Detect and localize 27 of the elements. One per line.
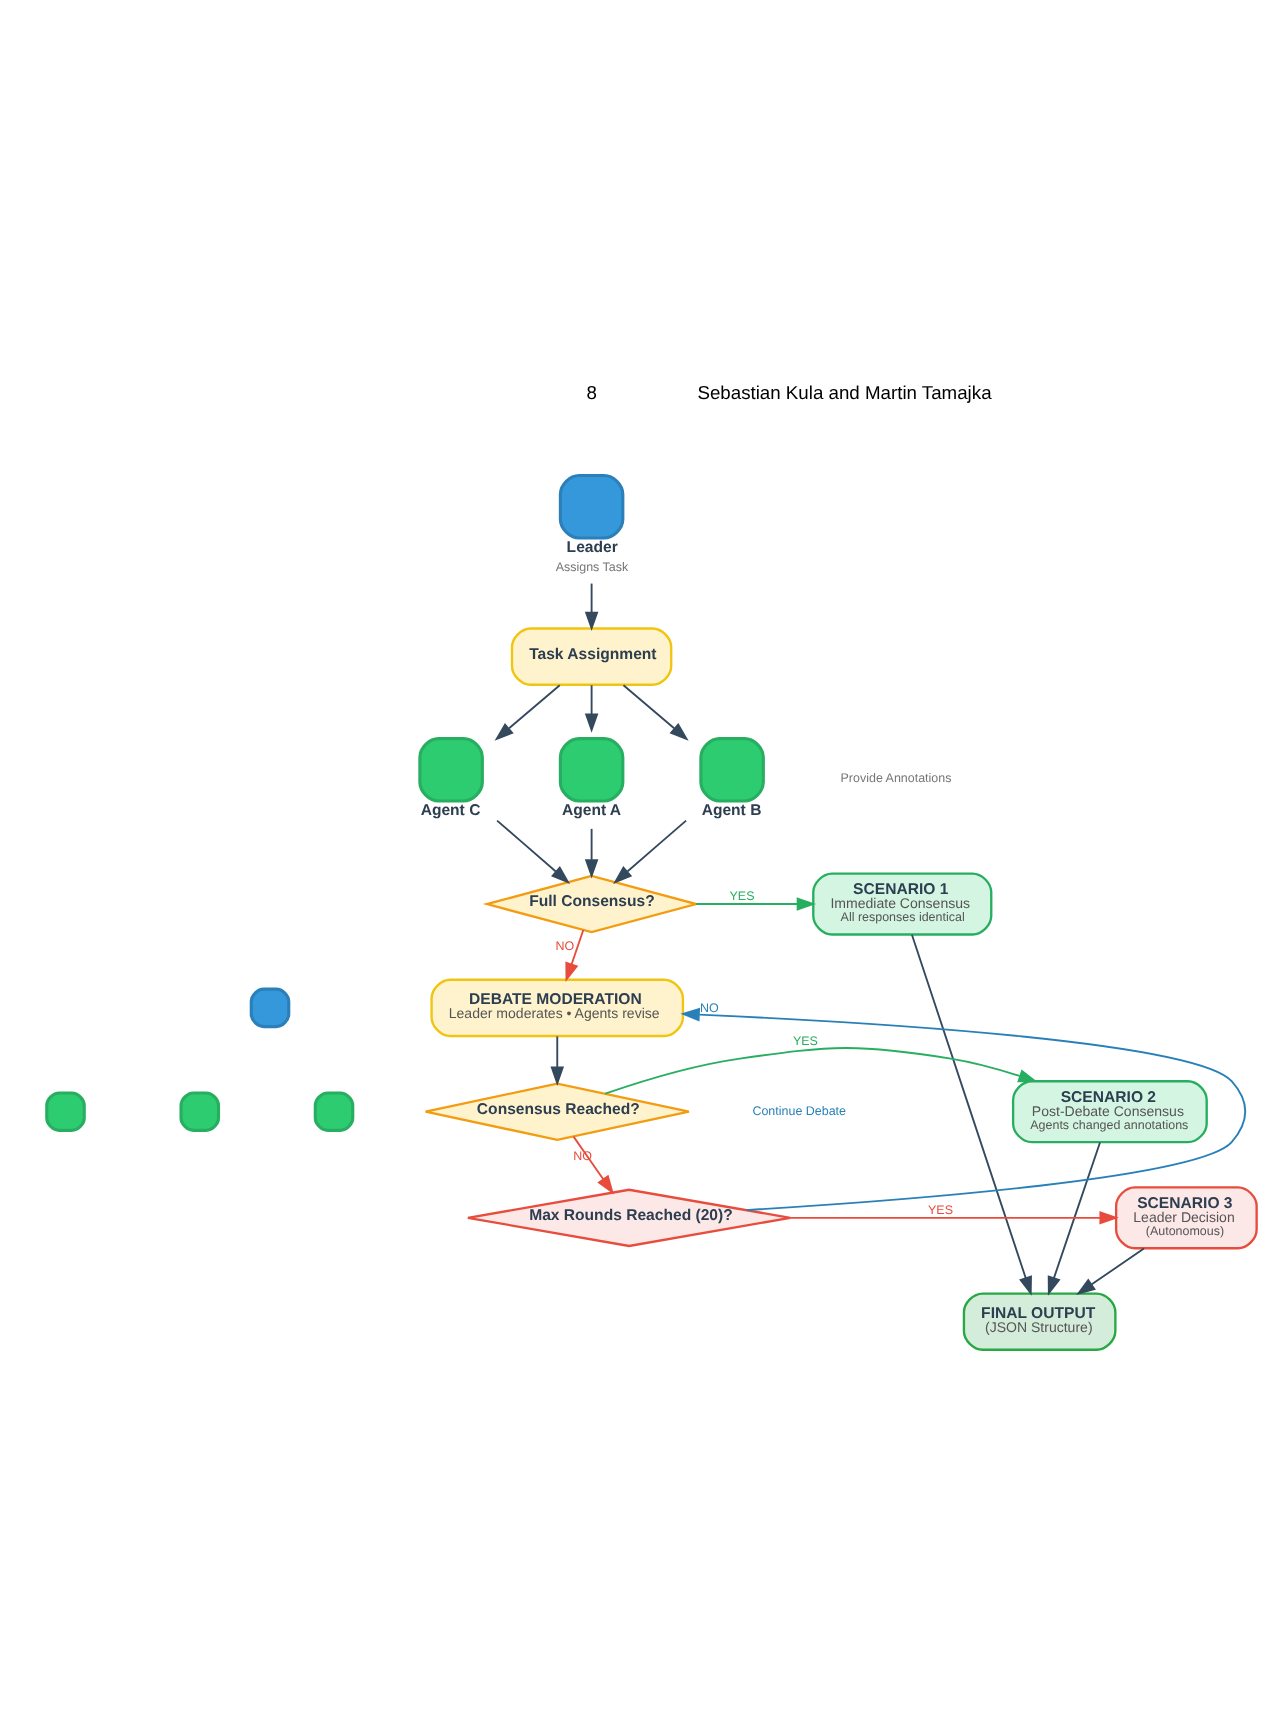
node-diamond: Full Consensus? (482, 873, 701, 933)
arrow (789, 1210, 1119, 1224)
node-label: Agent A (561, 800, 622, 819)
label: 8 (586, 382, 597, 403)
node-label: Leader (566, 537, 618, 556)
arrow (911, 932, 1032, 1295)
arrow (613, 818, 688, 883)
arrow (622, 683, 689, 740)
arrow (584, 683, 599, 732)
arrow (550, 1034, 565, 1085)
arrow (565, 928, 585, 981)
arrow (584, 581, 599, 631)
arrow (496, 818, 571, 883)
arrow (584, 826, 599, 878)
arrow (494, 683, 561, 740)
label: Sebastian Kula and Martin Tamajka (697, 382, 992, 403)
arrow (680, 1006, 1247, 1210)
arrow (695, 896, 817, 910)
node-diamond: Max Rounds Reached (20)? (466, 1187, 792, 1247)
node-box: Task Assignment (510, 626, 673, 685)
node-diamond: Consensus Reached? (424, 1081, 691, 1140)
node-label: Agent B (701, 800, 762, 819)
arrow (1047, 1140, 1101, 1295)
arrow (572, 1134, 614, 1194)
arrow (604, 1046, 1038, 1094)
node-label: Agent C (420, 800, 481, 819)
arrow (1076, 1246, 1145, 1295)
